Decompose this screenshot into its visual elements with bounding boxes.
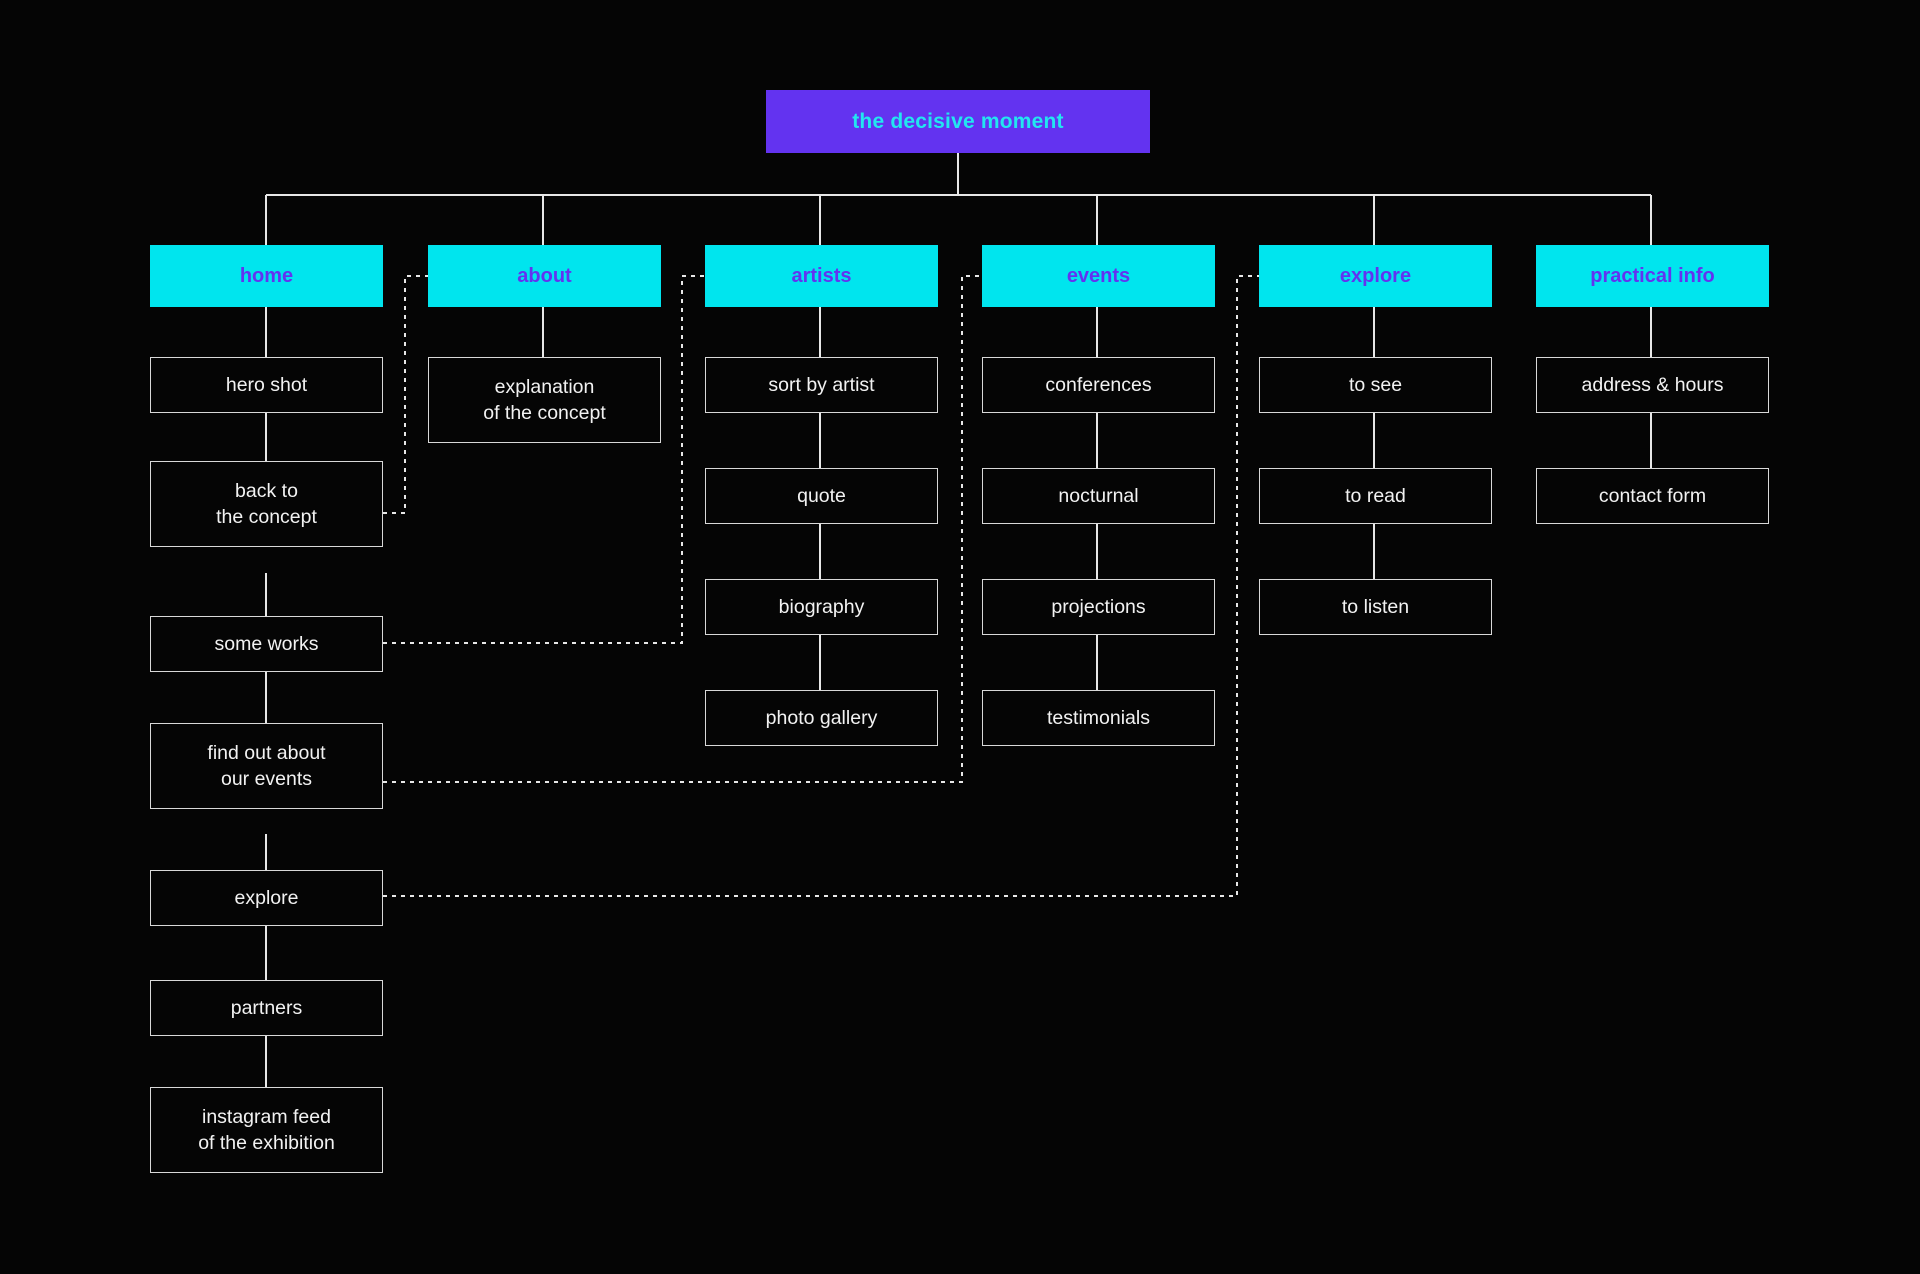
section-practical-info[interactable]: practical info (1536, 245, 1769, 307)
node-label: hero shot (225, 373, 308, 396)
node-label: biography (778, 595, 865, 618)
section-label: explore (1339, 264, 1412, 287)
node-conferences[interactable]: conferences (982, 357, 1215, 413)
section-artists[interactable]: artists (705, 245, 938, 307)
node-label: sort by artist (768, 373, 875, 396)
node-label: partners (230, 996, 303, 1019)
node-label: some works (214, 632, 319, 655)
node-to-read[interactable]: to read (1259, 468, 1492, 524)
node-partners[interactable]: partners (150, 980, 383, 1036)
node-explore-link[interactable]: explore (150, 870, 383, 926)
node-label: photo gallery (765, 706, 878, 729)
section-label: home (239, 264, 294, 287)
section-label: events (1066, 264, 1131, 287)
section-label: about (517, 264, 572, 287)
section-explore[interactable]: explore (1259, 245, 1492, 307)
node-to-listen[interactable]: to listen (1259, 579, 1492, 635)
node-label: explore (234, 886, 299, 909)
node-label: projections (1051, 595, 1146, 618)
node-label: conferences (1045, 373, 1152, 396)
node-nocturnal[interactable]: nocturnal (982, 468, 1215, 524)
node-label: to read (1345, 484, 1406, 507)
node-to-see[interactable]: to see (1259, 357, 1492, 413)
section-label: artists (791, 264, 852, 287)
node-quote[interactable]: quote (705, 468, 938, 524)
node-hero-shot[interactable]: hero shot (150, 357, 383, 413)
node-label: to see (1348, 373, 1403, 396)
node-testimonials[interactable]: testimonials (982, 690, 1215, 746)
node-photo-gallery[interactable]: photo gallery (705, 690, 938, 746)
node-label: contact form (1598, 484, 1707, 507)
node-label: quote (797, 484, 846, 507)
root-label: the decisive moment (852, 109, 1064, 133)
wire-dotted-concept-to-about (383, 275, 428, 514)
node-sort-by-artist[interactable]: sort by artist (705, 357, 938, 413)
node-some-works[interactable]: some works (150, 616, 383, 672)
node-biography[interactable]: biography (705, 579, 938, 635)
node-address-and-hours[interactable]: address & hours (1536, 357, 1769, 413)
root-node[interactable]: the decisive moment (766, 90, 1150, 153)
node-contact-form[interactable]: contact form (1536, 468, 1769, 524)
section-home[interactable]: home (150, 245, 383, 307)
node-label: to listen (1341, 595, 1410, 618)
section-label: practical info (1590, 264, 1715, 287)
node-label: address & hours (1581, 373, 1724, 396)
node-projections[interactable]: projections (982, 579, 1215, 635)
section-about[interactable]: about (428, 245, 661, 307)
section-events[interactable]: events (982, 245, 1215, 307)
node-label: nocturnal (1058, 484, 1139, 507)
node-label: testimonials (1047, 706, 1150, 729)
wire-dotted-someworks-to-artists (383, 275, 705, 644)
